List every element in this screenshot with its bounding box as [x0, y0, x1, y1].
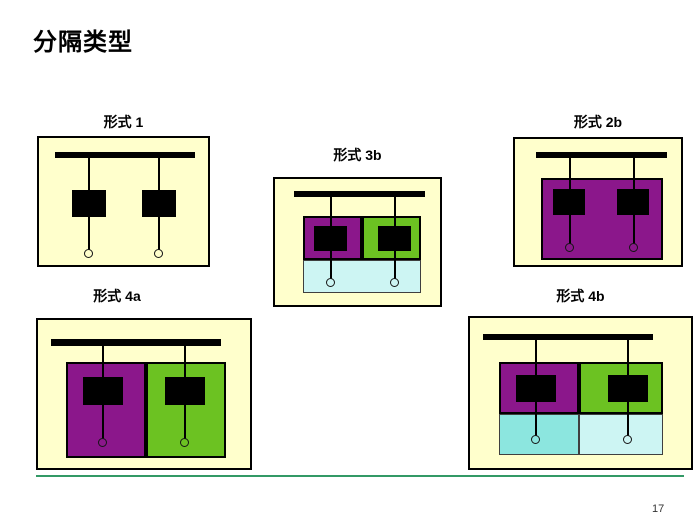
form-2b-terminal-right	[629, 243, 638, 252]
form-2b-busbar	[536, 152, 667, 158]
form-3b-breaker-right	[378, 226, 411, 251]
form-1-panel	[37, 136, 210, 267]
form-4a-label: 形式 4a	[93, 288, 141, 304]
form-1-busbar	[55, 152, 195, 158]
footer-divider	[36, 475, 684, 477]
form-2b-panel	[513, 137, 683, 267]
form-4a-terminal-left	[98, 438, 107, 447]
form-4b-cable-compartment-left	[499, 414, 579, 455]
form-3b-functional-compartment-left	[303, 216, 362, 260]
form-1-breaker-left	[72, 190, 106, 217]
form-3b-terminal-left	[326, 278, 335, 287]
form-3b-functional-compartment-right	[362, 216, 421, 260]
form-4a-breaker-left	[83, 377, 123, 405]
form-3b-label: 形式 3b	[333, 147, 382, 163]
form-2b-terminal-left	[565, 243, 574, 252]
form-1-breaker-right	[142, 190, 176, 217]
form-4a-terminal-right	[180, 438, 189, 447]
form-2b-breaker-left	[553, 189, 585, 215]
form-4a-busbar	[51, 339, 221, 346]
form-2b-breaker-right	[617, 189, 649, 215]
form-4b-panel	[468, 316, 693, 470]
form-4b-busbar	[483, 334, 653, 340]
form-4b-terminal-right	[623, 435, 632, 444]
form-3b-panel	[273, 177, 442, 307]
form-4b-terminal-left	[531, 435, 540, 444]
form-4a-panel	[36, 318, 252, 470]
form-3b-cable-compartment	[303, 260, 421, 293]
form-2b-label: 形式 2b	[573, 114, 623, 130]
form-1-terminal-left	[84, 249, 93, 258]
form-3b-breaker-left	[314, 226, 347, 251]
page-number: 17	[652, 503, 665, 515]
form-4b-label: 形式 4b	[556, 288, 605, 304]
page-title: 分隔类型	[33, 29, 133, 56]
form-4a-breaker-right	[165, 377, 205, 405]
form-3b-terminal-right	[390, 278, 399, 287]
form-4b-breaker-left	[516, 375, 556, 402]
form-3b-busbar	[294, 191, 425, 197]
form-1-terminal-right	[154, 249, 163, 258]
form-1-label: 形式 1	[103, 114, 144, 130]
form-4b-breaker-right	[608, 375, 648, 402]
form-4b-cable-compartment-right	[579, 414, 663, 455]
